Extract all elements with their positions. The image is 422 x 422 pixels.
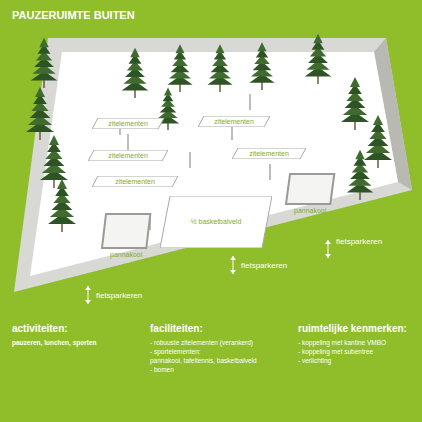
floor [30,52,398,276]
tree [167,44,192,92]
trees-and-poles [26,34,392,304]
tree [347,150,374,200]
list-item: pannakooi, tafeltennis, basketbalveld [150,357,257,364]
node-label: pannakooi [284,206,336,215]
parking-label: fietsparkeren [96,291,142,300]
pole [249,94,251,110]
basketball-court: ½ basketbalveld [160,196,272,248]
body-text: pauzeren, lunchen, sporten [12,339,97,346]
tree [207,44,232,92]
list-item: - bomen [150,366,174,373]
tree [249,42,274,90]
list-item: - robuuste zitelementen (verankerd) [150,339,253,346]
node-label: ½ basketbalveld [160,196,272,248]
tree [26,87,54,140]
panna-cage: pannakooi [284,172,336,216]
node-label: pannakooi [100,250,152,259]
bench: zitelementen [92,118,164,129]
tree [48,179,76,232]
list-item: - sportelementen: [150,348,201,355]
bench: zitelementen [198,116,270,127]
panna-cage: pannakooi [100,212,152,260]
tree [341,77,369,130]
tree [305,34,332,84]
bench: zitelementen [232,148,306,159]
tree [364,115,392,168]
pole [269,164,271,180]
pole [189,152,191,168]
heading: faciliteiten: [150,323,203,334]
node-label: zitelementen [198,116,270,127]
list-item: - koppeling met kantine VMBO [298,339,386,346]
parking-arrow [325,240,331,258]
pole [127,134,129,150]
node-label: zitelementen [92,176,178,187]
parking-label: fietsparkeren [241,261,287,270]
list-item: - verlichting [298,357,331,364]
tree [40,135,68,188]
node-label: zitelementen [88,150,168,161]
parking-arrow [230,256,236,274]
list-item: - koppeling met subentree [298,348,373,355]
title: PAUZERUIMTE BUITEN [12,9,135,21]
node-label: zitelementen [92,118,164,129]
node-label: zitelementen [232,148,306,159]
parking-label: fietsparkeren [336,237,382,246]
wall [14,38,412,292]
bench: zitelementen [88,150,168,161]
tree [122,48,149,98]
heading: ruimtelijke kenmerken: [298,323,407,334]
heading: activiteiten: [12,323,68,334]
bench: zitelementen [92,176,178,187]
parking-arrow [85,286,91,304]
tree [31,38,58,88]
